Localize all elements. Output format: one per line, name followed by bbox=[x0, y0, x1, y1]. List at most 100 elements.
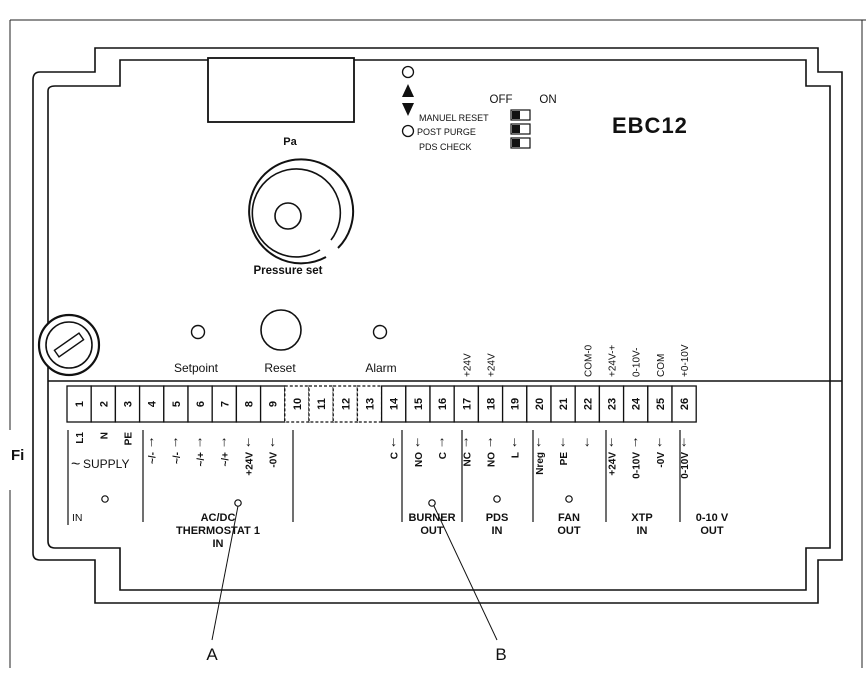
terminal-15[interactable]: 15 bbox=[405, 385, 431, 423]
terminal-24[interactable]: 24 bbox=[622, 385, 649, 423]
arrow-up-icon: ↑ bbox=[463, 433, 470, 449]
terminal-number: 10 bbox=[292, 398, 304, 410]
group-separators bbox=[67, 430, 681, 525]
terminal-signal-23: ↓+24V bbox=[608, 433, 619, 476]
terminal-3[interactable]: 3 bbox=[114, 385, 141, 423]
terminal-signal-label: Nreg bbox=[535, 452, 546, 475]
terminal-5[interactable]: 5 bbox=[163, 385, 189, 423]
terminal-18[interactable]: 18 bbox=[477, 385, 504, 423]
terminal-1[interactable]: 1 bbox=[66, 385, 92, 423]
display-unit: Pa bbox=[283, 136, 297, 148]
terminal-16[interactable]: 16 bbox=[429, 385, 455, 423]
terminal-signal-label: NO bbox=[414, 452, 425, 467]
arrow-up-icon: ↑ bbox=[197, 433, 204, 449]
terminal-number: 13 bbox=[365, 398, 377, 410]
terminal-signal-4: ↑~/- bbox=[148, 433, 159, 464]
terminal-6[interactable]: 6 bbox=[187, 385, 213, 423]
fuse-holder[interactable] bbox=[37, 313, 101, 377]
alarm-led bbox=[372, 324, 388, 340]
reset-button[interactable] bbox=[260, 309, 302, 351]
terminal-21[interactable]: 21 bbox=[550, 385, 576, 423]
terminal-number: 22 bbox=[582, 398, 594, 410]
terminal-2[interactable]: 2 bbox=[90, 385, 117, 423]
terminal-top-label-22: COM-0 bbox=[583, 344, 594, 377]
terminal-signal-label: L1 bbox=[75, 432, 86, 444]
xtp-line2: IN bbox=[637, 525, 648, 537]
callout-lines bbox=[211, 505, 498, 641]
terminal-number: 17 bbox=[461, 398, 473, 410]
terminal-signal-16: ↑C bbox=[438, 433, 449, 459]
terminal-14[interactable]: 14 bbox=[380, 385, 407, 423]
terminal-number: 24 bbox=[631, 397, 643, 410]
terminal-signal-label: PE bbox=[124, 432, 135, 446]
terminal-signal-label: C bbox=[438, 452, 449, 459]
terminal-number: 19 bbox=[510, 398, 522, 410]
terminal-signal-label: ~/- bbox=[148, 452, 159, 464]
burner-line1: BURNER bbox=[408, 512, 455, 524]
dip-off-label: OFF bbox=[490, 94, 513, 106]
dip-label-pds-check: PDS CHECK bbox=[419, 142, 472, 152]
side-text: Fi bbox=[11, 447, 24, 464]
terminal-number: 16 bbox=[437, 398, 449, 410]
setpoint-label: Setpoint bbox=[174, 361, 219, 375]
arrow-up-icon: ↑ bbox=[632, 433, 639, 449]
terminal-number: 1 bbox=[74, 401, 86, 407]
terminal-signal-label: C bbox=[390, 452, 401, 459]
terminal-top-label-17: +24V bbox=[462, 353, 473, 377]
terminal-top-label-26: +0-10V bbox=[680, 344, 691, 377]
terminal-signal-26: ↓ 0-10V bbox=[680, 433, 691, 479]
terminal-11[interactable]: 11 bbox=[308, 385, 334, 423]
burner-line2: OUT bbox=[420, 525, 444, 537]
arrow-down-icon: ↓ bbox=[681, 433, 688, 449]
dip-switch[interactable] bbox=[510, 109, 531, 149]
terminal-signal-17: ↑ NC bbox=[462, 433, 473, 466]
terminal-12[interactable]: 12 bbox=[332, 385, 359, 423]
terminal-number: 18 bbox=[486, 398, 498, 410]
terminal-7[interactable]: 7 bbox=[211, 385, 238, 423]
led-top bbox=[401, 65, 415, 79]
thermostat-line3: IN bbox=[213, 538, 224, 550]
arrow-down-icon: ↓ bbox=[511, 433, 518, 449]
terminal-number: 11 bbox=[316, 398, 328, 410]
analog-line1: 0-10 V bbox=[696, 512, 729, 524]
terminal-23[interactable]: 23 bbox=[598, 385, 625, 423]
dip-label-manuel-reset: MANUEL RESET bbox=[419, 113, 489, 123]
terminal-19[interactable]: 19 bbox=[501, 385, 528, 423]
supply-label: SUPPLY bbox=[83, 457, 129, 471]
xtp-line1: XTP bbox=[631, 512, 652, 524]
terminal-9[interactable]: 9 bbox=[259, 385, 286, 423]
arrow-down-icon: ↓ bbox=[535, 433, 542, 449]
terminal-signal-label: -0V bbox=[656, 452, 667, 468]
arrow-down-icon: ↓ bbox=[560, 433, 567, 449]
arrow-down-icon: ↓ bbox=[245, 433, 252, 449]
terminal-signal-label: 0-10V bbox=[680, 452, 691, 479]
terminal-26[interactable]: 26 bbox=[671, 385, 697, 423]
reset-label: Reset bbox=[264, 361, 296, 375]
pds-line1: PDS bbox=[486, 512, 509, 524]
terminal-signal-label: ~/+ bbox=[196, 452, 207, 467]
terminal-signal-9: ↓-0V bbox=[269, 433, 280, 468]
terminal-8[interactable]: 8 bbox=[235, 385, 262, 423]
enclosure bbox=[32, 47, 843, 604]
terminal-25[interactable]: 25 bbox=[647, 385, 673, 423]
terminal-number: 8 bbox=[244, 401, 256, 407]
arrow-up-icon: ↑ bbox=[221, 433, 228, 449]
terminal-signal-label: NO bbox=[487, 452, 498, 467]
terminal-signal-label: N bbox=[99, 432, 110, 439]
dip-label-post-purge: POST PURGE bbox=[417, 127, 476, 137]
arrow-down-icon: ↓ bbox=[390, 433, 397, 449]
terminal-22[interactable]: 22 bbox=[574, 385, 601, 423]
terminal-number: 3 bbox=[123, 401, 135, 407]
terminal-17[interactable]: 17 bbox=[453, 385, 480, 423]
arrow-up-icon: ↑ bbox=[439, 433, 446, 449]
terminal-4[interactable]: 4 bbox=[138, 385, 165, 423]
terminal-signal-21: ↓PE bbox=[559, 433, 570, 465]
terminal-signal-label: NC bbox=[462, 452, 473, 466]
terminal-20[interactable]: 20 bbox=[526, 385, 552, 423]
pressure-knob[interactable] bbox=[248, 158, 355, 265]
terminal-10[interactable]: 10 bbox=[284, 385, 310, 423]
terminal-signal-15: ↓NO bbox=[414, 433, 425, 467]
terminal-13[interactable]: 13 bbox=[356, 385, 383, 423]
terminal-signal-24: ↑0-10V bbox=[632, 433, 643, 479]
